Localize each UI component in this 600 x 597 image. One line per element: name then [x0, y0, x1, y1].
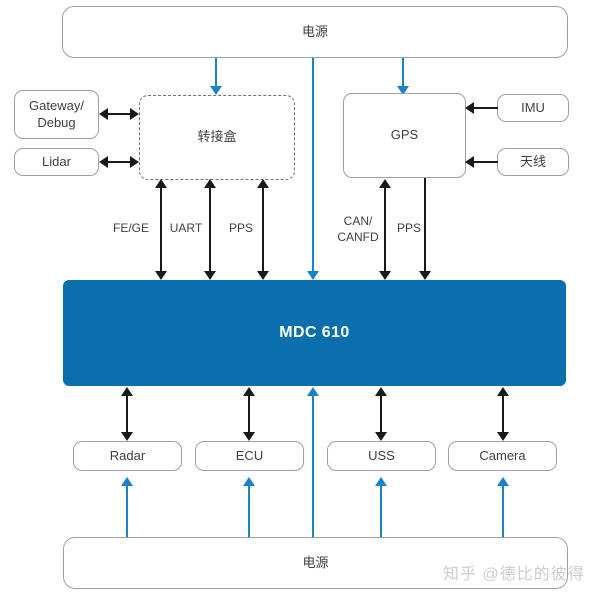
bus-label-pps-left: PPS — [228, 221, 253, 235]
node-mdc-610-label: MDC 610 — [279, 324, 350, 341]
node-uss[interactable]: USS — [327, 441, 436, 471]
link-mdc-uss-arrow-down-icon — [375, 432, 387, 441]
node-uss-label: USS — [368, 447, 395, 463]
bus-uart-arrow-up-icon — [204, 179, 216, 188]
node-radar[interactable]: Radar — [73, 441, 182, 471]
node-antenna-label: 天线 — [519, 153, 546, 169]
watermark: 知乎 @德比的彼得 — [443, 566, 585, 583]
power-line-bottom-ecu — [248, 484, 250, 537]
power-line-to-mdc — [312, 58, 314, 273]
node-gateway-debug[interactable]: Gateway/ Debug — [14, 90, 99, 139]
node-ecu-label: ECU — [235, 447, 264, 463]
node-gps-label: GPS — [390, 127, 419, 143]
bus-pps-left-arrow-up-icon — [257, 179, 269, 188]
power-arrow-to-gps-icon — [397, 86, 409, 95]
node-camera[interactable]: Camera — [448, 441, 557, 471]
node-adapter-box-label: 转接盒 — [197, 129, 237, 145]
power-line-bottom-mdc — [312, 394, 314, 537]
node-gps[interactable]: GPS — [343, 93, 466, 178]
power-line-bottom-radar — [126, 484, 128, 537]
link-mdc-ecu — [248, 393, 250, 434]
node-imu-label: IMU — [521, 99, 545, 115]
link-antenna-gps-arrow-icon — [465, 156, 474, 168]
link-imu-gps-arrow-icon — [465, 102, 474, 114]
link-gateway-adapter-arrow-right-icon — [130, 108, 139, 120]
link-mdc-uss-arrow-up-icon — [375, 387, 387, 396]
power-arrow-bottom-radar-icon — [121, 477, 133, 486]
power-line-bottom-uss — [380, 484, 382, 537]
bus-pps-right-arrow-down-icon — [419, 271, 431, 280]
link-imu-gps — [473, 107, 498, 109]
bus-label-uart: UART — [169, 221, 203, 235]
node-adapter-box[interactable]: 转接盒 — [139, 95, 295, 180]
bus-line-pps-right — [424, 178, 426, 274]
link-mdc-uss — [380, 393, 382, 434]
link-mdc-ecu-arrow-down-icon — [243, 432, 255, 441]
power-line-bottom-camera — [502, 484, 504, 537]
bus-fe-ge-arrow-down-icon — [155, 271, 167, 280]
node-power-top[interactable]: 电源 — [62, 6, 568, 58]
link-mdc-radar — [126, 393, 128, 434]
link-mdc-radar-arrow-up-icon — [121, 387, 133, 396]
power-arrow-bottom-uss-icon — [375, 477, 387, 486]
bus-uart-arrow-down-icon — [204, 271, 216, 280]
link-lidar-adapter — [105, 161, 133, 163]
bus-pps-left-arrow-down-icon — [257, 271, 269, 280]
bus-line-pps-left — [262, 186, 264, 274]
bus-can-canfd-arrow-down-icon — [379, 271, 391, 280]
link-mdc-radar-arrow-down-icon — [121, 432, 133, 441]
link-mdc-ecu-arrow-up-icon — [243, 387, 255, 396]
bus-line-can-canfd — [384, 186, 386, 274]
bus-label-pps-right: PPS — [396, 221, 421, 235]
bus-label-fe-ge: FE/GE — [112, 221, 149, 235]
link-mdc-camera-arrow-down-icon — [497, 432, 509, 441]
node-power-bottom[interactable]: 电源 — [63, 537, 568, 589]
node-camera-label: Camera — [479, 447, 526, 463]
link-gateway-adapter — [105, 113, 133, 115]
power-arrow-bottom-ecu-icon — [243, 477, 255, 486]
node-lidar-label: Lidar — [42, 153, 71, 169]
node-lidar[interactable]: Lidar — [14, 148, 99, 176]
link-mdc-camera — [502, 393, 504, 434]
power-arrow-bottom-mdc-icon — [307, 387, 319, 396]
link-antenna-gps — [473, 161, 498, 163]
node-gateway-debug-label: Gateway/ Debug — [29, 98, 84, 130]
node-radar-label: Radar — [109, 447, 146, 463]
bus-fe-ge-arrow-up-icon — [155, 179, 167, 188]
link-lidar-adapter-arrow-left-icon — [99, 156, 108, 168]
link-mdc-camera-arrow-up-icon — [497, 387, 509, 396]
link-lidar-adapter-arrow-right-icon — [130, 156, 139, 168]
power-arrow-to-adapter-icon — [210, 86, 222, 95]
power-arrow-bottom-camera-icon — [497, 477, 509, 486]
link-gateway-adapter-arrow-left-icon — [99, 108, 108, 120]
power-line-to-adapter — [215, 58, 217, 89]
bus-can-canfd-arrow-up-icon — [379, 179, 391, 188]
node-mdc-610[interactable]: MDC 610 — [63, 280, 566, 386]
bus-line-uart — [209, 186, 211, 274]
node-ecu[interactable]: ECU — [195, 441, 304, 471]
node-power-top-label: 电源 — [301, 23, 328, 39]
bus-line-fe-ge — [160, 186, 162, 274]
node-antenna[interactable]: 天线 — [497, 148, 569, 176]
power-arrow-to-mdc-icon — [307, 271, 319, 280]
power-line-to-gps — [402, 58, 404, 89]
bus-label-can-canfd: CAN/ CANFD — [337, 214, 379, 244]
node-power-bottom-label: 电源 — [302, 554, 329, 570]
node-imu[interactable]: IMU — [497, 94, 569, 122]
